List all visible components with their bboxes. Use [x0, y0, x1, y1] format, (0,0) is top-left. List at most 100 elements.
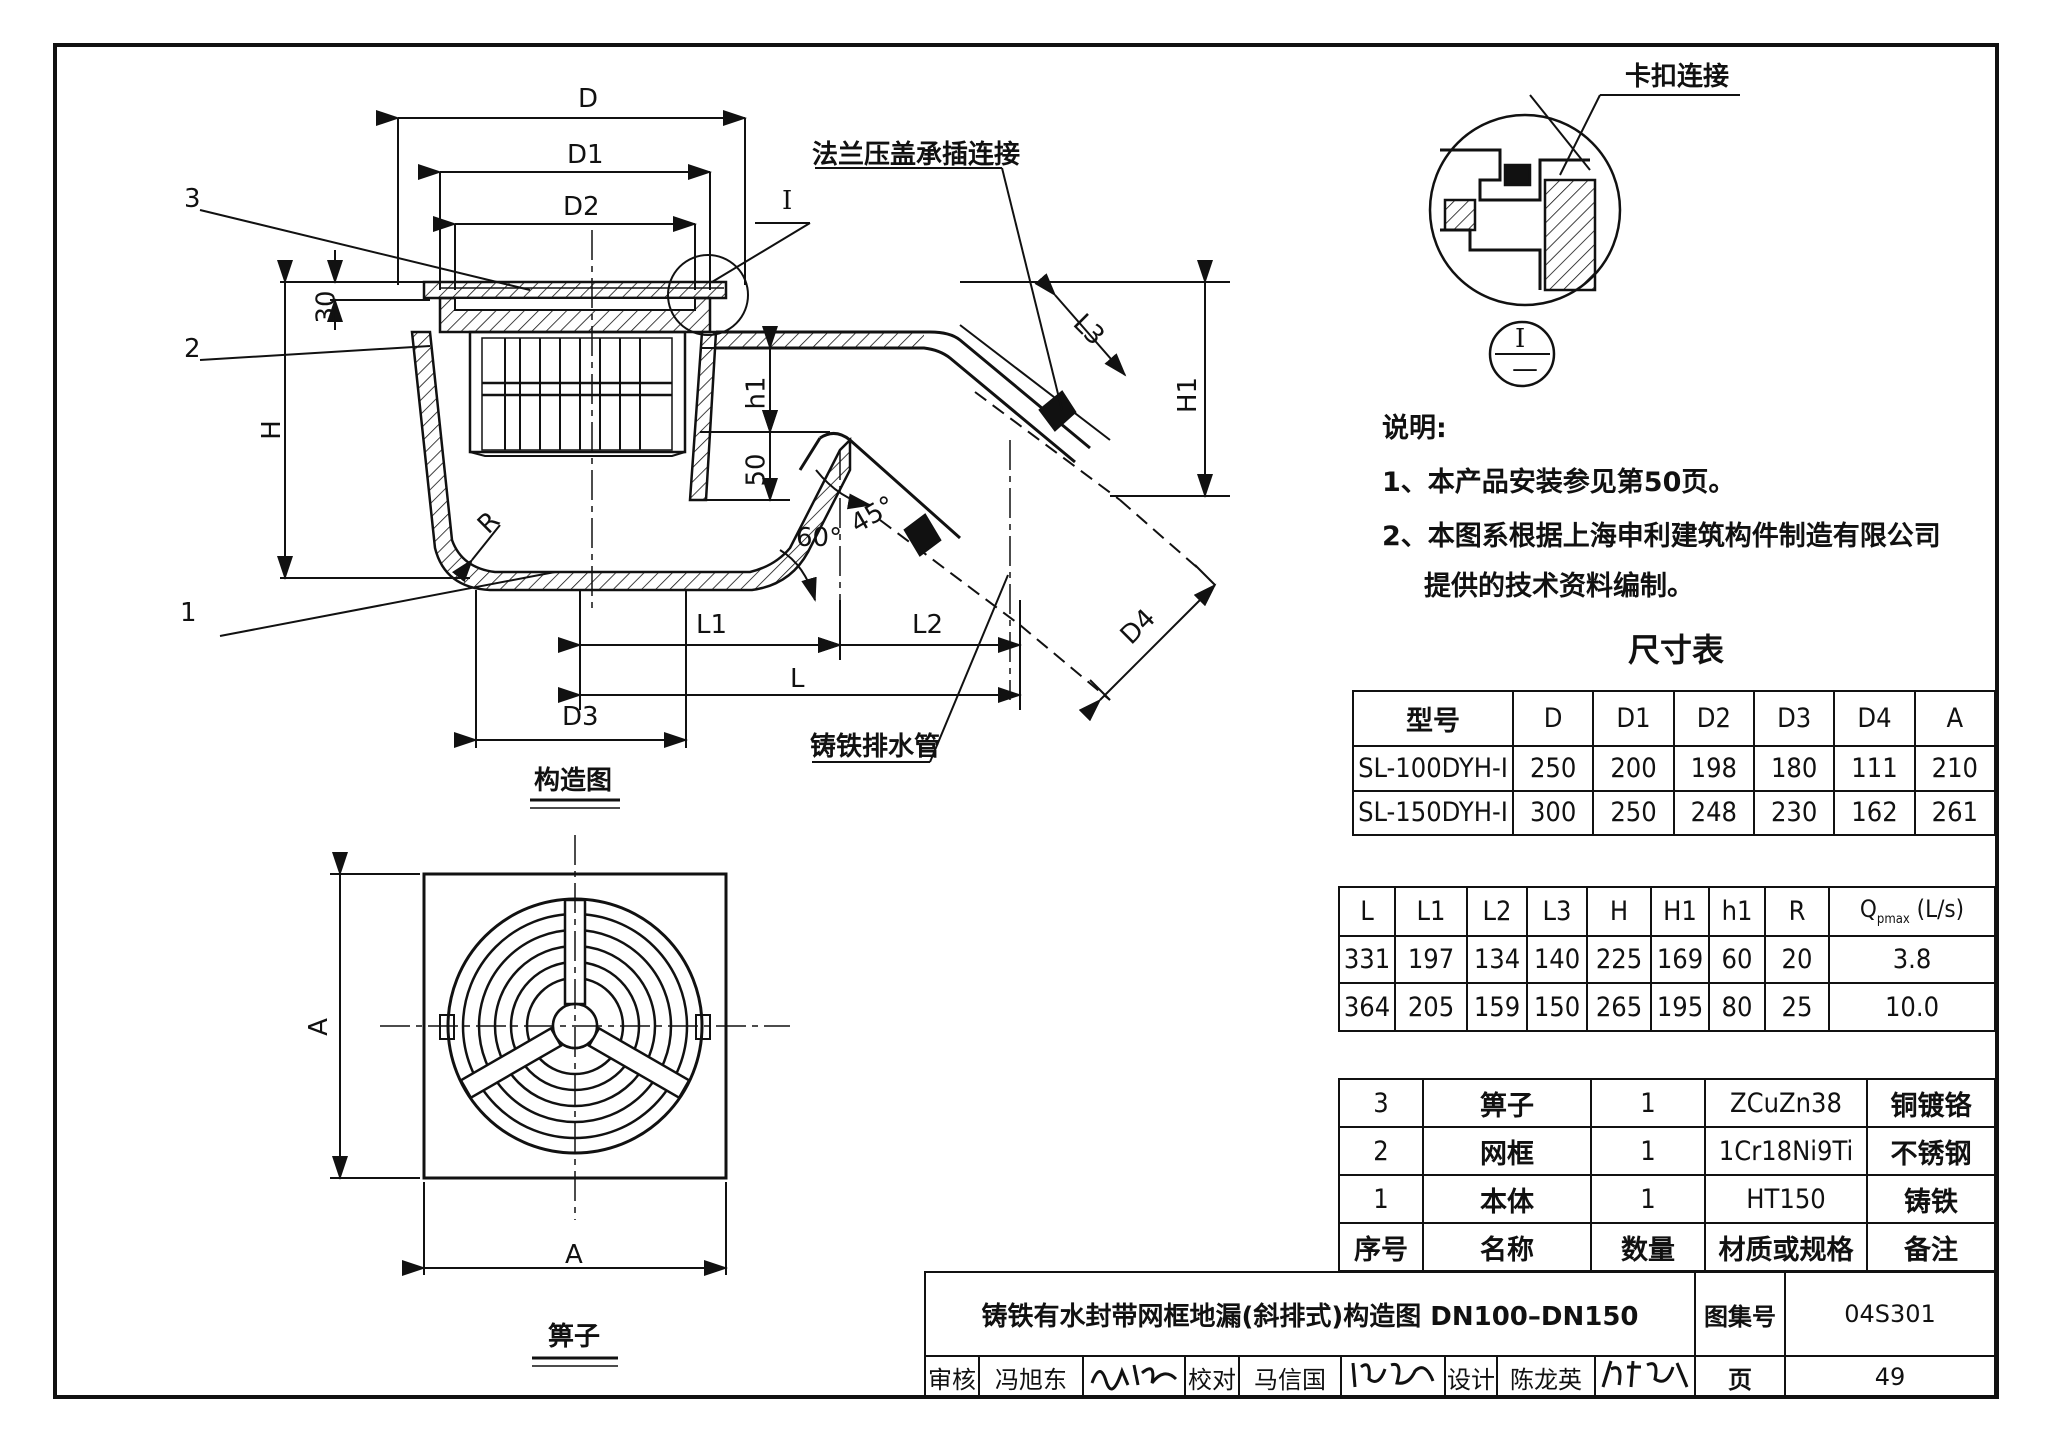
- table-cell: 150: [1526, 982, 1588, 1032]
- table-row: 3 箅子 1 ZCuZn38 铜镀铬: [1338, 1078, 1996, 1128]
- dim-label-30: 30: [311, 290, 342, 324]
- table-header-cell: 备注: [1866, 1222, 1996, 1272]
- table-cell: 180: [1752, 745, 1836, 792]
- table-cell: 不锈钢: [1866, 1126, 1996, 1176]
- table-cell: 25: [1764, 982, 1830, 1032]
- review-label: 审核: [924, 1355, 980, 1399]
- table-header-cell: 数量: [1590, 1222, 1706, 1272]
- detail-symbol-bottom: —: [1512, 354, 1538, 384]
- table-header-cell: L1: [1394, 886, 1468, 937]
- dimension-table-1: 型号 D D1 D2 D3 D4 A SL-100DYH-Ⅰ 250 200 1…: [1352, 689, 1997, 837]
- part-label-2: 2: [184, 334, 201, 364]
- table-cell: 60: [1708, 934, 1766, 985]
- cast-iron-pipe-callout: 铸铁排水管: [810, 732, 941, 762]
- table-cell: 箅子: [1422, 1078, 1592, 1128]
- table-cell: 248: [1672, 789, 1755, 837]
- detail-ref-label: I: [782, 186, 793, 216]
- qmax-subscript: pmax: [1876, 912, 1910, 928]
- table-cell: 250: [1511, 745, 1595, 792]
- table-cell: 3: [1338, 1078, 1424, 1128]
- table-cell: 250: [1592, 789, 1675, 837]
- dim-label-L1: L1: [696, 610, 728, 640]
- table-cell: 300: [1511, 789, 1595, 837]
- table-cell: HT150: [1704, 1174, 1868, 1224]
- atlas-number-label: 图集号: [1694, 1271, 1786, 1357]
- table-header-cell: D3: [1752, 689, 1836, 748]
- dim-label-D2: D2: [563, 192, 600, 222]
- reviewer-name: 冯旭东: [978, 1355, 1084, 1399]
- table-cell: 80: [1708, 982, 1766, 1032]
- table-cell: 261: [1913, 789, 1997, 837]
- table-header-row: 序号 名称 数量 材质或规格 备注: [1338, 1222, 1996, 1272]
- checker-name: 马信国: [1238, 1355, 1342, 1399]
- table-cell: 140: [1526, 934, 1588, 985]
- table-cell: 10.0: [1828, 982, 1996, 1032]
- section-view: [410, 230, 1201, 701]
- dim-label-D1: D1: [567, 140, 604, 170]
- table-row: 2 网框 1 1Cr18Ni9Ti 不锈钢: [1338, 1126, 1996, 1176]
- grate-view-caption: 箅子: [548, 1322, 601, 1352]
- checker-signature: [1340, 1355, 1446, 1399]
- table-cell: 网框: [1422, 1126, 1592, 1176]
- table-cell: 1: [1338, 1174, 1424, 1224]
- table-cell: 铸铁: [1866, 1174, 1996, 1224]
- notes-heading: 说明:: [1382, 413, 1447, 444]
- atlas-number: 04S301: [1784, 1271, 1996, 1357]
- designer-signature: [1594, 1355, 1696, 1399]
- dim-label-L: L: [790, 664, 805, 694]
- part-label-3: 3: [184, 184, 201, 214]
- table-cell: 本体: [1422, 1174, 1592, 1224]
- checker-signature-mark: [1351, 1362, 1435, 1388]
- qmax-symbol: Q: [1859, 895, 1877, 924]
- clip-connection-callout: 卡扣连接: [1625, 62, 1730, 92]
- table-header-cell: 序号: [1338, 1222, 1424, 1272]
- signature-row: 审核 冯旭东 校对 马信国 设计 陈龙英 页 49: [924, 1355, 1996, 1399]
- page-number: 49: [1784, 1355, 1996, 1399]
- table-cell: 200: [1592, 745, 1675, 792]
- qmax-unit: (L/s): [1916, 895, 1965, 924]
- section-view-caption: 构造图: [534, 766, 613, 796]
- table-cell: 162: [1833, 789, 1916, 837]
- drawing-title: 铸铁有水封带网框地漏(斜排式)构造图 DN100–DN150: [924, 1271, 1696, 1357]
- note-item-1: 1、本产品安装参见第50页。: [1382, 467, 1736, 498]
- part-label-1: 1: [180, 598, 197, 628]
- parts-table: 3 箅子 1 ZCuZn38 铜镀铬 2 网框 1 1Cr18Ni9Ti 不锈钢…: [1338, 1078, 1996, 1272]
- design-label: 设计: [1444, 1355, 1498, 1399]
- table-cell: 205: [1394, 982, 1468, 1032]
- angle-label-60: 60°: [796, 523, 843, 553]
- detail-symbol-top: I: [1515, 324, 1526, 354]
- table-header-cell: L2: [1466, 886, 1528, 937]
- table-cell: 2: [1338, 1126, 1424, 1176]
- table-cell: 20: [1764, 934, 1830, 985]
- check-label: 校对: [1184, 1355, 1240, 1399]
- table-header-row: 型号 D D1 D2 D3 D4 A: [1352, 689, 1997, 748]
- table-cell: ZCuZn38: [1704, 1078, 1868, 1128]
- table-header-cell: A: [1913, 689, 1997, 748]
- detail-view: [1428, 94, 1740, 388]
- table-cell: 265: [1586, 982, 1652, 1032]
- table-cell: 1: [1590, 1078, 1706, 1128]
- dim-label-A-left: A: [303, 1018, 334, 1036]
- table-cell: 169: [1650, 934, 1710, 985]
- dim-label-D3: D3: [562, 702, 599, 732]
- table-cell: 1: [1590, 1174, 1706, 1224]
- table-cell: 198: [1672, 745, 1755, 792]
- dim-label-L2: L2: [912, 610, 944, 640]
- table-row: 364 205 159 150 265 195 80 25 10.0: [1338, 982, 1996, 1032]
- table-cell: 134: [1466, 934, 1528, 985]
- table-cell: 1: [1590, 1126, 1706, 1176]
- table-header-cell: H1: [1650, 886, 1710, 937]
- table-header-row: L L1 L2 L3 H H1 h1 R Qpmax (L/s): [1338, 886, 1996, 937]
- table-cell: 1Cr18Ni9Ti: [1704, 1126, 1868, 1176]
- table-header-cell: 材质或规格: [1704, 1222, 1868, 1272]
- dimension-table-2: L L1 L2 L3 H H1 h1 R Qpmax (L/s) 331 197…: [1338, 886, 1996, 1032]
- reviewer-signature-mark: [1090, 1364, 1178, 1391]
- table-row: SL-100DYH-Ⅰ 250 200 198 180 111 210: [1352, 745, 1997, 792]
- table-cell: 364: [1338, 982, 1396, 1032]
- table-row: 331 197 134 140 225 169 60 20 3.8: [1338, 934, 1996, 985]
- table-cell: 159: [1466, 982, 1528, 1032]
- table-header-cell: 名称: [1422, 1222, 1592, 1272]
- table-cell: 197: [1394, 934, 1468, 985]
- reviewer-signature: [1082, 1355, 1186, 1399]
